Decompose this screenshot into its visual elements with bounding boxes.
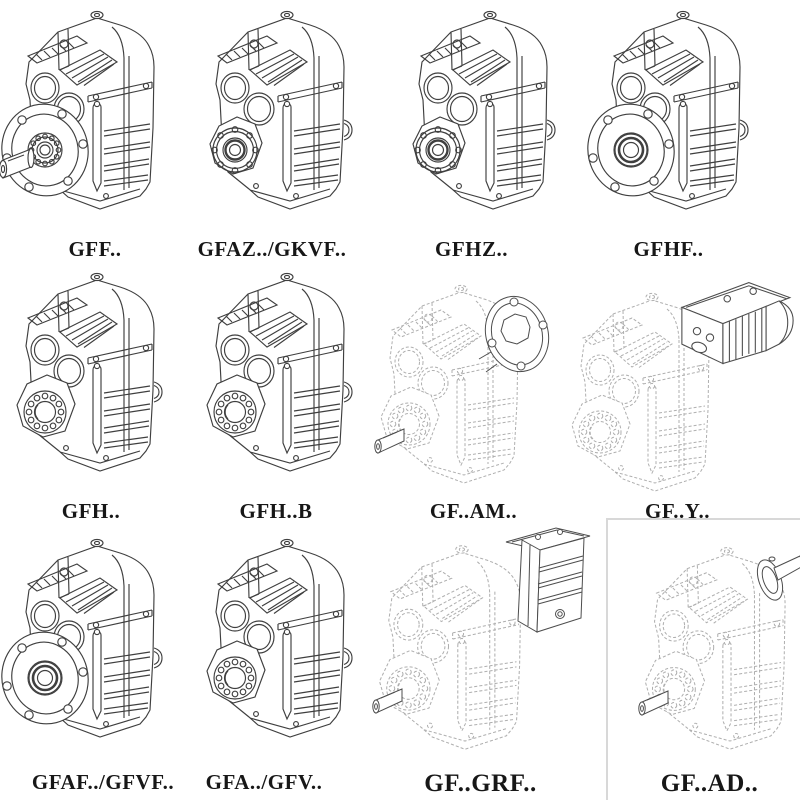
- figure-label: GFHZ..: [434, 237, 508, 261]
- figure-label: GFF..: [68, 237, 122, 261]
- gearbox-drawing-phantom-adapter: [374, 284, 558, 484]
- figure-cell-gfhz: GFHZ..: [380, 0, 595, 262]
- figure-cell-gf-am: GF..AM..: [374, 262, 595, 523]
- figure-label: GFH..B: [239, 499, 313, 523]
- figure-label: GF..GRF..: [424, 770, 537, 797]
- figure-label: GF..AD..: [660, 770, 759, 797]
- figure-cell-gfaf-gfvf: GFAF../GFVF..: [0, 518, 190, 800]
- gearbox-drawing-hollow-bearing: [206, 272, 353, 472]
- figure-cell-gf-ad: GF..AD..: [595, 518, 800, 800]
- gearbox-drawing-flange-shaft: [0, 10, 155, 210]
- figure-cell-gf-y: GF..Y..: [571, 262, 800, 523]
- figure-cell-gf-grf: GF..GRF..: [372, 518, 595, 800]
- figure-label: GFA../GFV..: [205, 770, 323, 794]
- figure-label: GFH..: [61, 499, 121, 523]
- gearbox-drawing-hollow-octagon: [208, 10, 353, 210]
- gearbox-drawing-phantom-grf: [372, 527, 591, 750]
- gearbox-drawing-hollow-bearing: [16, 272, 163, 472]
- figure-cell-gfh-b: GFH..B: [190, 262, 380, 523]
- gearbox-drawing-flange-hollow: [577, 10, 749, 210]
- gearbox-drawing-phantom-motor: [571, 282, 794, 492]
- figure-label: GFAF../GFVF..: [31, 770, 175, 794]
- gearbox-drawing-flange-hollow: [0, 538, 163, 738]
- figure-cell-gfaz-gkvf: GFAZ../GKVF..: [190, 0, 380, 262]
- gearbox-drawing-hollow-octagon: [411, 10, 556, 210]
- figure-cell-gff: GFF..: [0, 0, 190, 262]
- figure-label: GFAZ../GKVF..: [197, 237, 347, 261]
- highlight-border: [606, 518, 800, 800]
- gearbox-drawing-hollow-bearing: [206, 538, 353, 738]
- figure-cell-gfh: GFH..: [0, 262, 190, 523]
- figure-cell-gfhf: GFHF..: [577, 0, 800, 262]
- figure-cell-gfa-gfv: GFA../GFV..: [190, 518, 380, 800]
- figure-label: GFHF..: [633, 237, 704, 261]
- figure-label: GF..AM..: [429, 499, 518, 523]
